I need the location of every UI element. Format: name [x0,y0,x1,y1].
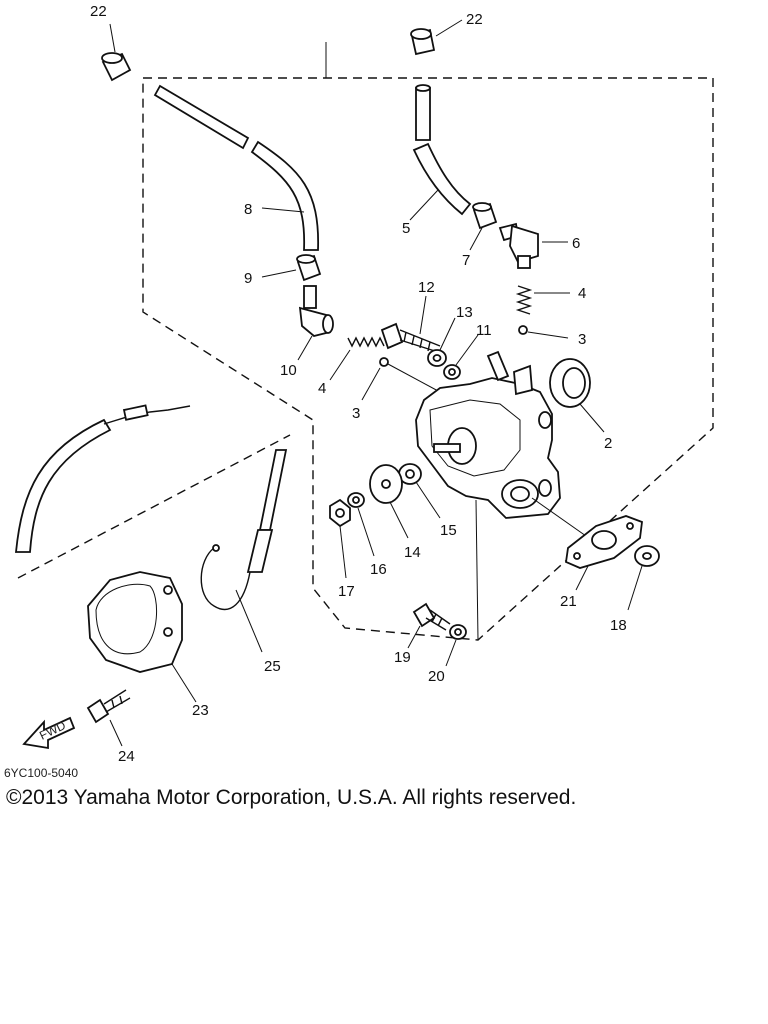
callout: 14 [404,544,421,561]
nut-part-17 [329,498,351,528]
bolt-part-12 [380,322,441,353]
callout: 25 [264,658,281,675]
callout: 22 [466,11,483,28]
washer-part-13 [427,349,447,367]
callout: 8 [244,201,252,218]
callout: 3 [352,405,360,422]
clamp-part-7 [472,202,498,230]
assembly-boundary [142,77,714,641]
spring-part-4-right [515,285,533,315]
callout: 2 [604,435,612,452]
oil-hose-part-5 [412,84,472,216]
washer-part-11 [443,364,461,380]
washer-part-20 [449,624,467,640]
callout: 13 [456,304,473,321]
callout: 3 [578,331,586,348]
callout: 24 [118,748,135,765]
bolt-part-19 [412,602,451,631]
washer-part-15 [398,463,422,485]
callout: 16 [370,561,387,578]
clamp-part-9 [296,254,322,282]
callout: 5 [402,220,410,237]
drive-gear-part-14 [369,464,403,504]
callout: 17 [338,583,355,600]
pump-cover-part-23 [87,571,183,673]
callout: 19 [394,649,411,666]
throttle-cable [15,404,191,553]
callout: 4 [578,285,586,302]
copyright-notice: ©2013 Yamaha Motor Corporation, U.S.A. A… [6,786,577,809]
check-ball-part-3-left [379,357,389,367]
callout: 22 [90,3,107,20]
elbow-fitting-part-6 [498,222,539,269]
callout-labels: 22 22 8 9 10 4 3 12 13 11 4 3 2 5 7 6 15… [90,3,627,765]
callout: 6 [572,235,580,252]
check-ball-part-3-right [518,325,528,335]
callout: 12 [418,279,435,296]
reference-code: 6YC100-5040 [4,766,78,780]
elbow-fitting-part-10 [298,285,334,337]
callout: 15 [440,522,457,539]
spring-part-4-left [347,336,385,348]
callout: 9 [244,270,252,287]
callout: 21 [560,593,577,610]
oil-hose-part-8 [153,84,319,251]
callout: 7 [462,252,470,269]
collar-part-22-left [101,52,132,82]
oil-pump-body [415,350,561,519]
oil-seal-part-2 [549,358,591,408]
pump-cable-part-25 [200,449,288,611]
forward-arrow-icon: FWD [22,716,76,750]
washer-part-16 [347,492,365,508]
gasket-part-21 [565,515,643,569]
callout: 20 [428,668,445,685]
exploded-parts-diagram: FWD 22 22 8 9 10 4 3 12 13 11 4 3 2 5 7 … [4,3,714,780]
cable-boundary [17,434,291,579]
callout: 23 [192,702,209,719]
screw-part-24 [86,689,131,724]
callout: 10 [280,362,297,379]
callout: 18 [610,617,627,634]
collar-part-22-right [410,28,436,56]
callout: 11 [476,322,492,339]
callout: 4 [318,380,326,397]
washer-part-18 [634,545,660,567]
